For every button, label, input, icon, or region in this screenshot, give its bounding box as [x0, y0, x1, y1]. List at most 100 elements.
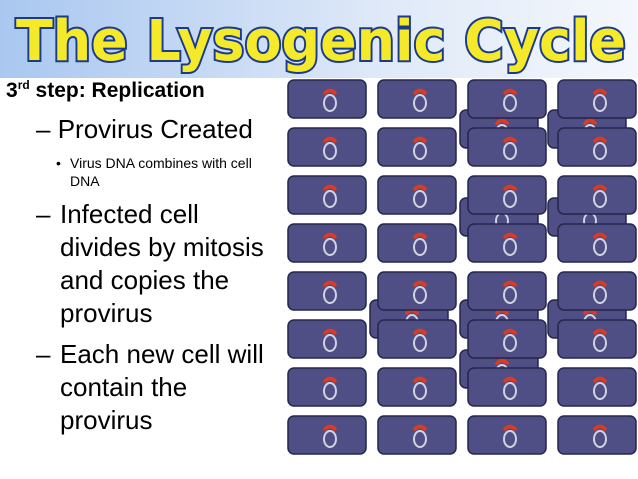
cell-20 [287, 223, 367, 263]
provirus-segment [413, 184, 427, 191]
cell-dna-ring [503, 334, 517, 352]
cell-13 [377, 127, 457, 167]
slide-title: The Lysogenic Cycle [16, 9, 626, 74]
cell-18 [467, 175, 547, 215]
cell-24 [287, 271, 367, 311]
cell-32 [287, 367, 367, 407]
provirus-segment [503, 184, 517, 191]
cell-16 [287, 175, 367, 215]
cell-dna-ring [503, 430, 517, 448]
cell-dna-ring [413, 430, 427, 448]
bullet-dash: – [36, 199, 51, 229]
cell-19 [557, 175, 637, 215]
bullet-mitosis: – Infected cell divides by mitosis and c… [36, 198, 286, 330]
cell-dna-ring [323, 94, 337, 112]
provirus-segment [413, 280, 427, 287]
cell-9 [377, 79, 457, 119]
provirus-segment [593, 424, 607, 431]
cell-14 [467, 127, 547, 167]
cell-dna-ring [593, 238, 607, 256]
bullet-dash: – [36, 339, 51, 369]
cell-31 [557, 319, 637, 359]
cell-37 [377, 415, 457, 455]
cell-dna-ring [323, 334, 337, 352]
provirus-segment [323, 184, 337, 191]
title-banner: The Lysogenic Cycle [14, 7, 628, 76]
cell-dna-ring [593, 142, 607, 160]
provirus-segment [323, 376, 337, 383]
provirus-segment [593, 280, 607, 287]
cell-dna-ring [503, 190, 517, 208]
cell-dna-ring [323, 190, 337, 208]
provirus-segment [495, 358, 509, 365]
provirus-segment [323, 328, 337, 335]
provirus-segment [413, 232, 427, 239]
cell-11 [557, 79, 637, 119]
provirus-segment [593, 232, 607, 239]
step-heading: 3rd step: Replication [6, 78, 205, 103]
cell-35 [557, 367, 637, 407]
bullet-each-new-cell: – Each new cell will contain the proviru… [36, 338, 286, 437]
cell-dna-ring [413, 334, 427, 352]
cell-15 [557, 127, 637, 167]
cell-dna-ring [413, 238, 427, 256]
provirus-segment [503, 280, 517, 287]
cell-dna-ring [323, 142, 337, 160]
cell-33 [377, 367, 457, 407]
provirus-segment [413, 424, 427, 431]
provirus-segment [503, 424, 517, 431]
provirus-segment [593, 376, 607, 383]
provirus-segment [323, 232, 337, 239]
cell-dna-ring [323, 238, 337, 256]
provirus-segment [413, 376, 427, 383]
title-background-band [0, 0, 638, 78]
provirus-segment [593, 136, 607, 143]
cell-dna-ring [593, 382, 607, 400]
cell-39 [557, 415, 637, 455]
provirus-segment [323, 136, 337, 143]
provirus-segment [495, 118, 509, 125]
cell-dna-ring [503, 238, 517, 256]
cell-12 [287, 127, 367, 167]
cell-dna-ring [323, 382, 337, 400]
cell-28 [287, 319, 367, 359]
provirus-segment [503, 136, 517, 143]
cell-dna-ring [413, 94, 427, 112]
step-heading-text: step: Replication [29, 79, 205, 102]
provirus-segment [413, 88, 427, 95]
cell-25 [377, 271, 457, 311]
cell-10 [467, 79, 547, 119]
cell-dna-ring [593, 334, 607, 352]
provirus-segment [413, 328, 427, 335]
cell-dna-ring [323, 430, 337, 448]
step-number: 3 [6, 79, 18, 102]
cell-dna-ring [413, 286, 427, 304]
provirus-segment [593, 88, 607, 95]
cell-dna-ring [503, 94, 517, 112]
cell-29 [377, 319, 457, 359]
bullet-text: Provirus Created [57, 114, 253, 144]
provirus-segment [503, 328, 517, 335]
provirus-segment [583, 118, 597, 125]
cell-dna-ring [503, 382, 517, 400]
provirus-segment [503, 88, 517, 95]
cell-27 [557, 271, 637, 311]
cell-23 [557, 223, 637, 263]
provirus-segment [503, 232, 517, 239]
cell-30 [467, 319, 547, 359]
cell-17 [377, 175, 457, 215]
cell-dna-ring [413, 382, 427, 400]
cell-dna-ring [593, 430, 607, 448]
cell-21 [377, 223, 457, 263]
sub-bullet-dot: • [56, 155, 61, 171]
provirus-segment [503, 376, 517, 383]
provirus-segment [323, 424, 337, 431]
cell-dna-ring [593, 190, 607, 208]
cell-dna-ring [503, 286, 517, 304]
provirus-segment [323, 280, 337, 287]
bullet-text: Each new cell will contain the provirus [60, 339, 264, 435]
provirus-segment [593, 184, 607, 191]
cell-dna-ring [593, 286, 607, 304]
sub-bullet-text: Virus DNA combines with cell DNA [70, 155, 252, 189]
